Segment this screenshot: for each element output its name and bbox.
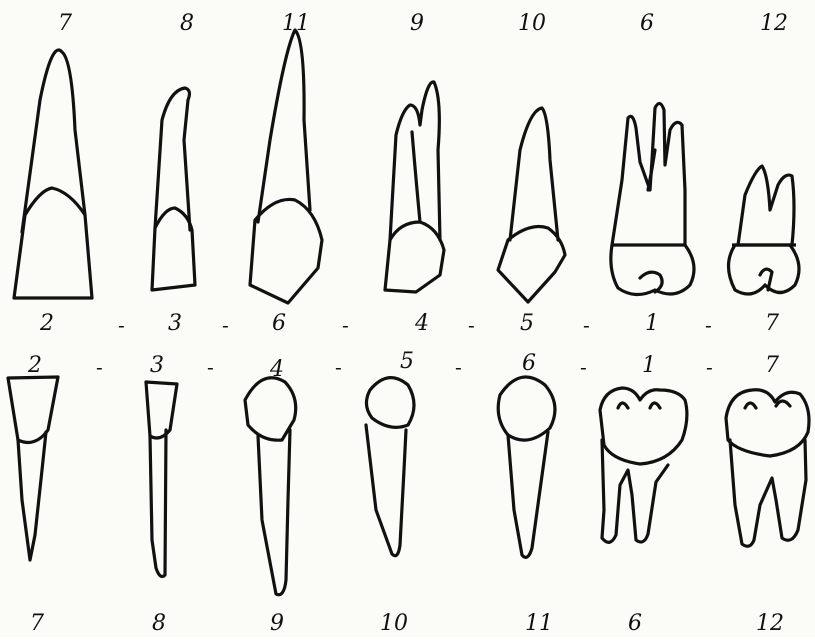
upper-seq-12: 7	[765, 311, 779, 336]
top-number-5: 10	[518, 11, 546, 36]
bottom-number-6: 6	[628, 611, 642, 636]
upper-seq-4: 6	[272, 311, 286, 336]
lower-seq-12: 7	[765, 353, 779, 378]
bottom-number-5: 11	[525, 611, 553, 636]
upper-seq-5: -	[342, 313, 349, 337]
upper-seq-3: -	[222, 313, 229, 337]
top-number-4: 9	[410, 11, 424, 36]
bottom-number-row: 7 8 9 10 11 6 12	[30, 611, 784, 636]
upper-seq-1: -	[118, 313, 125, 337]
upper-sequence-row: 2 - 3 - 6 - 4 - 5 - 1 - 7	[39, 311, 779, 337]
lower-seq-7: -	[455, 355, 462, 379]
lower-seq-3: -	[207, 355, 214, 379]
upper-tooth-4	[385, 82, 444, 292]
upper-seq-7: -	[468, 313, 475, 337]
lower-seq-1: -	[96, 355, 103, 379]
upper-tooth-2	[152, 88, 195, 290]
lower-tooth-2	[146, 382, 177, 576]
top-number-2: 8	[180, 11, 194, 36]
lower-tooth-3	[245, 378, 296, 595]
upper-seq-10: 1	[645, 311, 659, 336]
upper-seq-9: -	[583, 313, 590, 337]
lower-seq-10: 1	[642, 353, 656, 378]
lower-seq-0: 2	[27, 353, 42, 378]
top-number-row: 7 8 11 9 10 6 12	[58, 11, 788, 36]
lower-seq-11: -	[706, 355, 713, 379]
upper-seq-6: 4	[414, 311, 429, 336]
lower-seq-8: 6	[522, 351, 536, 376]
bottom-number-4: 10	[380, 611, 408, 636]
lower-tooth-7	[726, 390, 809, 547]
upper-tooth-5	[498, 108, 565, 302]
upper-tooth-1	[14, 50, 92, 298]
lower-seq-9: -	[580, 355, 587, 379]
top-number-1: 7	[58, 11, 72, 36]
lower-tooth-5	[498, 377, 555, 557]
bottom-number-1: 7	[30, 611, 44, 636]
lower-sequence-row: 2 - 3 - 4 - 5 - 6 - 1 - 7	[27, 349, 779, 382]
top-number-6: 6	[640, 11, 654, 36]
upper-seq-0: 2	[39, 311, 54, 336]
bottom-number-3: 9	[270, 611, 284, 636]
lower-seq-5: -	[335, 355, 342, 379]
bottom-number-2: 8	[152, 611, 166, 636]
upper-tooth-3	[250, 30, 322, 303]
top-number-7: 12	[760, 11, 788, 36]
lower-seq-2: 3	[150, 353, 164, 378]
lower-tooth-1	[8, 377, 58, 560]
upper-tooth-7	[729, 166, 800, 294]
upper-seq-11: -	[705, 313, 712, 337]
lower-tooth-4	[366, 378, 414, 556]
lower-tooth-6	[600, 388, 687, 542]
upper-seq-2: 3	[168, 311, 182, 336]
upper-tooth-6	[611, 103, 694, 294]
upper-seq-8: 5	[520, 311, 534, 336]
bottom-number-7: 12	[756, 611, 784, 636]
lower-seq-6: 5	[400, 349, 414, 374]
